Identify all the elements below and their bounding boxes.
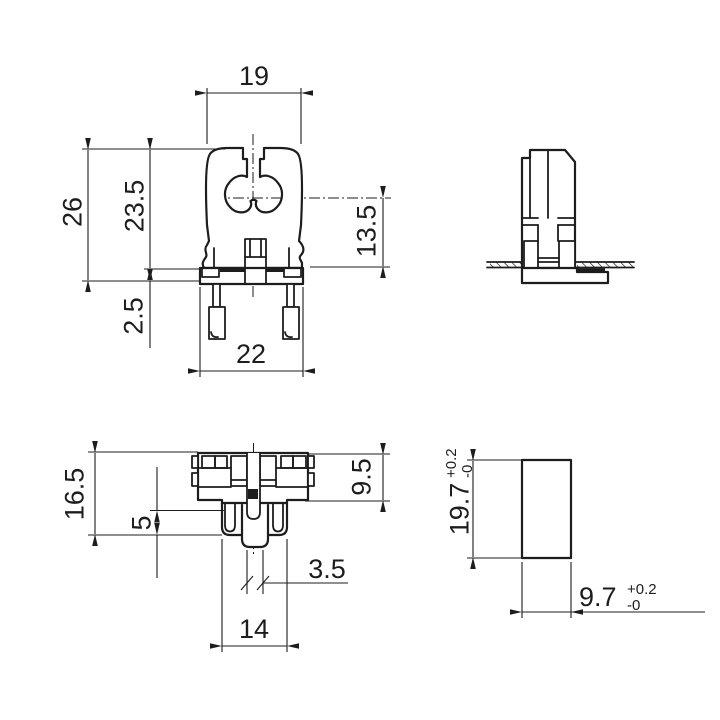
front-pin-right [282,283,300,340]
cutout-rect [520,458,573,560]
dim-lower-width-label: 14 [239,614,269,644]
bottom-slot-left [224,502,236,533]
dim-total-depth: 16.5 [59,441,222,546]
dim-base-width: 22 [188,287,315,377]
dim-cutout-width-tol-plus: +0.2 [627,581,657,598]
front-panel-edge-left [220,268,245,272]
dim-center-height: 13.5 [310,186,390,278]
bottom-view: 16.5 5 9.5 3.5 14 [59,441,390,652]
dim-slot-depth: 5 [126,467,224,578]
dim-upper-depth: 9.5 [305,443,390,512]
side-foot-right [558,240,576,269]
front-base-tab-right [283,267,302,278]
side-view [486,148,635,285]
dim-total-depth-label: 16.5 [59,468,89,521]
front-base-tab-left [201,267,220,278]
side-panel-overlap [577,268,605,272]
dim-upper-depth-label: 9.5 [346,458,376,496]
side-base-flange [520,266,610,285]
dim-slot-width-label: 3.5 [308,554,346,584]
dim-cutout-width-tol-minus: -0 [627,597,640,614]
bottom-pin-channel [246,452,261,520]
front-view: 19 26 23.5 2.5 13.5 22 [57,61,391,377]
dim-cutout-height-tol-minus: -0 [459,465,476,478]
dim-slot-width: 3.5 [240,550,348,594]
front-pin-left [208,283,226,340]
panel-cutout-view: 19.7 +0.2 -0 9.7 +0.2 -0 [443,448,705,618]
front-base-flange [198,266,305,286]
front-panel-edge-right [266,268,284,272]
dim-cutout-height-tol-plus: +0.2 [443,448,460,478]
dim-cutout-width-label: 9.7 [579,582,617,612]
side-foot-left [523,240,539,269]
dim-center-height-label: 13.5 [351,205,381,258]
dim-cutout-width: 9.7 +0.2 -0 [510,562,705,618]
dim-cutout-height: 19.7 +0.2 -0 [443,448,522,569]
dim-slot-depth-label: 5 [126,515,156,530]
bottom-tab-l1 [191,455,199,469]
dim-lower-width: 14 [210,539,299,652]
bottom-tab-r2 [307,472,315,487]
front-body-outline [201,146,305,270]
dim-top-width: 19 [195,61,313,144]
dim-body-height: 23.5 [119,138,200,280]
bottom-contact-square [248,489,258,499]
dim-flange-thickness: 2.5 [118,269,153,348]
dim-total-height-label: 26 [57,197,87,227]
bottom-tab-l2 [191,472,199,487]
bottom-tab-r1 [307,455,315,469]
mounting-panel [486,261,635,269]
dim-base-width-label: 22 [236,339,266,369]
dim-flange-thickness-label: 2.5 [118,297,148,335]
dim-cutout-height-label: 19.7 [444,483,474,536]
front-contact-block [244,238,267,269]
dim-total-height: 26 [57,138,225,292]
dim-body-height-label: 23.5 [119,180,149,233]
dim-top-width-label: 19 [239,61,269,91]
bottom-slot-right [272,502,284,533]
